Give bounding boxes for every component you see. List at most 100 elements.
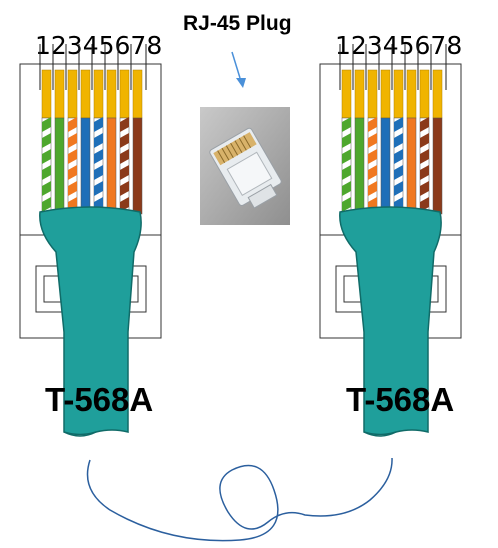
conductor — [432, 117, 443, 215]
stripe — [368, 117, 377, 132]
stripe — [42, 117, 51, 132]
connecting-cable — [86, 457, 393, 542]
gold-contact — [67, 69, 78, 119]
gold-contact — [132, 69, 143, 119]
stripe — [94, 149, 103, 164]
stripe — [420, 149, 429, 164]
pointer-arrow-icon — [231, 51, 246, 88]
stripe — [68, 149, 77, 164]
wire-1 — [41, 69, 52, 215]
gold-contact — [393, 69, 404, 119]
gold-contact — [93, 69, 104, 119]
stripe — [394, 149, 403, 164]
stripe — [42, 181, 51, 196]
gold-contact — [341, 69, 352, 119]
stripe — [342, 133, 351, 148]
stripe — [342, 149, 351, 164]
stripe — [68, 133, 77, 148]
stripe — [42, 133, 51, 148]
gold-contact — [106, 69, 117, 119]
stripe — [94, 117, 103, 132]
stripe — [120, 149, 129, 164]
stripe — [368, 133, 377, 148]
stripe — [368, 165, 377, 180]
stripe — [420, 165, 429, 180]
gold-contact — [54, 69, 65, 119]
stripe — [120, 165, 129, 180]
stripe — [368, 181, 377, 196]
stripe — [342, 117, 351, 132]
wire-7 — [119, 69, 130, 215]
gold-contact — [367, 69, 378, 119]
stripe — [68, 165, 77, 180]
wire-8 — [132, 69, 143, 215]
stripe — [394, 133, 403, 148]
wire-1 — [341, 69, 352, 215]
pin-guides — [339, 44, 447, 90]
wire-4 — [80, 69, 91, 215]
stripe — [42, 197, 51, 212]
stripe — [42, 149, 51, 164]
conductor — [406, 117, 417, 215]
wire-7 — [419, 69, 430, 215]
wire-5 — [393, 69, 404, 215]
wire-2 — [54, 69, 65, 215]
stripe — [68, 181, 77, 196]
pin-numbers: 12345678 — [335, 31, 462, 60]
stripe — [120, 133, 129, 148]
standard-label: T-568A — [346, 381, 454, 418]
stripe — [120, 117, 129, 132]
stripe — [342, 197, 351, 212]
standard-label: T-568A — [45, 381, 153, 418]
stripe — [394, 181, 403, 196]
gold-contact — [419, 69, 430, 119]
stripe — [94, 165, 103, 180]
gold-contact — [380, 69, 391, 119]
stripe — [420, 117, 429, 132]
gold-contact — [406, 69, 417, 119]
gold-contact — [41, 69, 52, 119]
conductor — [54, 117, 65, 215]
wire-4 — [380, 69, 391, 215]
connector-right: 12345678 T-568A — [319, 31, 462, 437]
stripe — [68, 117, 77, 132]
wire-2 — [354, 69, 365, 215]
conductor — [106, 117, 117, 215]
conductor — [380, 117, 391, 215]
rj45-plug-label: RJ-45 Plug — [183, 12, 292, 35]
stripe — [120, 197, 129, 212]
wire-3 — [367, 69, 378, 215]
stripe — [394, 117, 403, 132]
rj45-plug-photo — [200, 107, 290, 225]
stripe — [420, 197, 429, 212]
pin-numbers: 12345678 — [35, 31, 162, 60]
gold-contact — [354, 69, 365, 119]
stripe — [420, 181, 429, 196]
wire-5 — [93, 69, 104, 215]
wire-6 — [106, 69, 117, 215]
stripe — [368, 149, 377, 164]
stripe — [394, 165, 403, 180]
conductor — [354, 117, 365, 215]
pin-guides — [39, 44, 147, 90]
connector-left: 12345678 T-568A — [19, 31, 162, 437]
gold-contact — [80, 69, 91, 119]
wire-8 — [432, 69, 443, 215]
wire-group — [341, 69, 443, 215]
wire-3 — [67, 69, 78, 215]
stripe — [94, 133, 103, 148]
conductor — [132, 117, 143, 215]
stripe — [342, 181, 351, 196]
stripe — [342, 165, 351, 180]
conductor — [80, 117, 91, 215]
stripe — [120, 181, 129, 196]
cable-jacket — [339, 206, 442, 436]
cable-end — [363, 431, 397, 437]
wire-6 — [406, 69, 417, 215]
cable-jacket — [39, 206, 142, 436]
stripe — [94, 181, 103, 196]
stripe — [42, 165, 51, 180]
cable-end — [63, 431, 97, 437]
gold-contact — [119, 69, 130, 119]
